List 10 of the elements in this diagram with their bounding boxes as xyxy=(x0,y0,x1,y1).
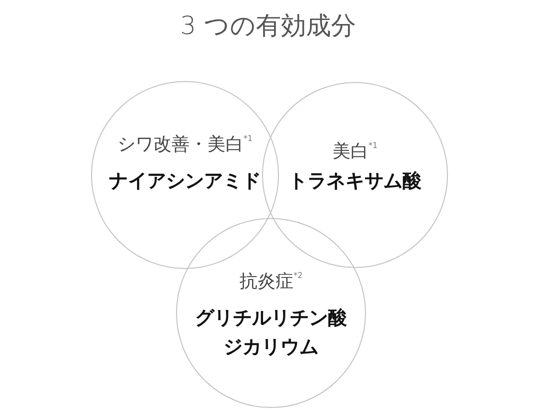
circle xyxy=(176,218,366,408)
effect-label: 美白$^{*1}$ xyxy=(332,141,378,163)
title: 3 つの有効成分 xyxy=(180,11,356,41)
ingredient-name: グリチルリチン酸ジカリウム xyxy=(194,306,348,360)
ingredient-name: ナイアシンアミド xyxy=(109,169,261,194)
effect-label: シワ改善・美白$^{*1}$ xyxy=(117,134,253,156)
ingredient-name: トラネキサム酸 xyxy=(288,169,422,194)
effect-label: 抗炎症$^{*2}$ xyxy=(239,271,303,293)
circle xyxy=(262,82,448,268)
circle xyxy=(91,81,279,269)
